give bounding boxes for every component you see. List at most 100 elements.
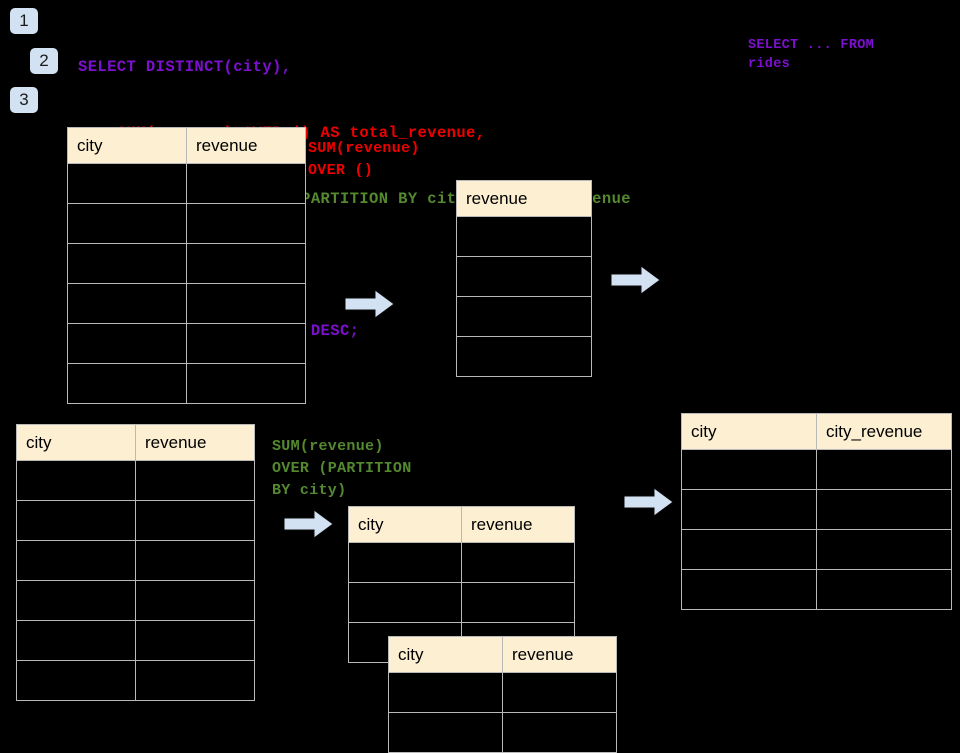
cell-city bbox=[16, 540, 136, 581]
table-row bbox=[16, 460, 255, 501]
arrow-source-to-total bbox=[344, 288, 395, 320]
table-header-row: revenue bbox=[456, 180, 592, 217]
cell-city bbox=[681, 529, 817, 570]
cell-city bbox=[388, 672, 503, 713]
annotation-sum-over-partition: SUM(revenue) OVER (PARTITION BY city) bbox=[272, 438, 412, 499]
cell-revenue bbox=[186, 283, 306, 324]
cell-revenue bbox=[135, 620, 255, 661]
cell-city bbox=[348, 542, 462, 583]
column-header-city-revenue: city_revenue bbox=[816, 413, 952, 450]
cell-revenue bbox=[135, 540, 255, 581]
cell-revenue bbox=[186, 363, 306, 404]
cell-city bbox=[67, 283, 187, 324]
cell-revenue bbox=[135, 660, 255, 701]
table-row bbox=[67, 283, 306, 324]
cell-revenue bbox=[186, 243, 306, 284]
table-row bbox=[348, 542, 575, 583]
column-header-city: city bbox=[388, 636, 503, 673]
cell-city-revenue bbox=[816, 449, 952, 490]
table-row bbox=[456, 296, 592, 337]
annotation-sum-over-empty: SUM(revenue) OVER () bbox=[308, 140, 420, 179]
table-row bbox=[456, 336, 592, 377]
cell-revenue bbox=[186, 203, 306, 244]
step-badge-2: 2 bbox=[30, 48, 58, 74]
table-row bbox=[456, 216, 592, 257]
cell-revenue bbox=[186, 323, 306, 364]
sql-line-1: SELECT DISTINCT(city), bbox=[78, 58, 292, 76]
table-row bbox=[16, 620, 255, 661]
table-row bbox=[348, 582, 575, 623]
cell-city bbox=[681, 449, 817, 490]
table-row bbox=[388, 672, 617, 713]
column-header-revenue: revenue bbox=[461, 506, 575, 543]
column-header-revenue: revenue bbox=[456, 180, 592, 217]
table-row bbox=[681, 569, 952, 610]
table-header-row: city revenue bbox=[16, 424, 255, 461]
cell-revenue bbox=[461, 582, 575, 623]
cell-city-revenue bbox=[816, 529, 952, 570]
cell-revenue bbox=[456, 336, 592, 377]
cell-revenue bbox=[135, 500, 255, 541]
cell-revenue bbox=[135, 580, 255, 621]
cell-city bbox=[16, 620, 136, 661]
diagram-canvas: 1 2 3 SELECT DISTINCT(city), SUM(revenue… bbox=[10, 8, 952, 753]
table-header-row: city revenue bbox=[348, 506, 575, 543]
arrow-total-to-result bbox=[610, 264, 661, 296]
table-row bbox=[388, 712, 617, 753]
cell-city bbox=[67, 163, 187, 204]
table-row bbox=[67, 323, 306, 364]
table-row bbox=[67, 203, 306, 244]
cell-city bbox=[16, 460, 136, 501]
cell-revenue bbox=[456, 256, 592, 297]
table-header-row: city city_revenue bbox=[681, 413, 952, 450]
arrow-source-to-partition bbox=[283, 508, 334, 540]
table-rides-source-top: city revenue bbox=[67, 127, 306, 404]
cell-city-revenue bbox=[816, 489, 952, 530]
table-header-row: city revenue bbox=[388, 636, 617, 673]
column-header-city: city bbox=[16, 424, 136, 461]
table-row bbox=[681, 529, 952, 570]
table-city-revenue-result: city city_revenue bbox=[681, 413, 952, 610]
cell-revenue bbox=[135, 460, 255, 501]
cell-city bbox=[16, 580, 136, 621]
table-total-revenue: revenue bbox=[456, 180, 592, 377]
table-header-row: city revenue bbox=[67, 127, 306, 164]
column-header-revenue: revenue bbox=[186, 127, 306, 164]
cell-revenue bbox=[502, 672, 617, 713]
cell-city bbox=[388, 712, 503, 753]
cell-city bbox=[681, 489, 817, 530]
table-row bbox=[681, 489, 952, 530]
annotation-select-from: SELECT ... FROM rides bbox=[748, 38, 875, 72]
cell-city bbox=[348, 582, 462, 623]
cell-city bbox=[681, 569, 817, 610]
column-header-revenue: revenue bbox=[502, 636, 617, 673]
cell-revenue bbox=[186, 163, 306, 204]
table-row bbox=[681, 449, 952, 490]
cell-city bbox=[67, 323, 187, 364]
cell-revenue bbox=[456, 296, 592, 337]
cell-revenue bbox=[461, 542, 575, 583]
table-partition-group-back: city revenue bbox=[348, 506, 575, 663]
column-header-revenue: revenue bbox=[135, 424, 255, 461]
table-row bbox=[67, 363, 306, 404]
cell-revenue bbox=[502, 712, 617, 753]
cell-city bbox=[67, 243, 187, 284]
table-partition-group-front: city revenue bbox=[388, 636, 617, 753]
table-row bbox=[16, 580, 255, 621]
table-row bbox=[456, 256, 592, 297]
table-row bbox=[67, 243, 306, 284]
column-header-city: city bbox=[67, 127, 187, 164]
table-row bbox=[16, 660, 255, 701]
table-row bbox=[16, 500, 255, 541]
table-rides-source-bottom: city revenue bbox=[16, 424, 255, 701]
arrow-partition-to-result bbox=[623, 486, 674, 518]
step-badge-3: 3 bbox=[10, 87, 38, 113]
step-badge-1: 1 bbox=[10, 8, 38, 34]
column-header-city: city bbox=[348, 506, 462, 543]
cell-city bbox=[16, 500, 136, 541]
cell-city bbox=[67, 363, 187, 404]
table-row bbox=[16, 540, 255, 581]
cell-city-revenue bbox=[816, 569, 952, 610]
cell-city bbox=[67, 203, 187, 244]
column-header-city: city bbox=[681, 413, 817, 450]
